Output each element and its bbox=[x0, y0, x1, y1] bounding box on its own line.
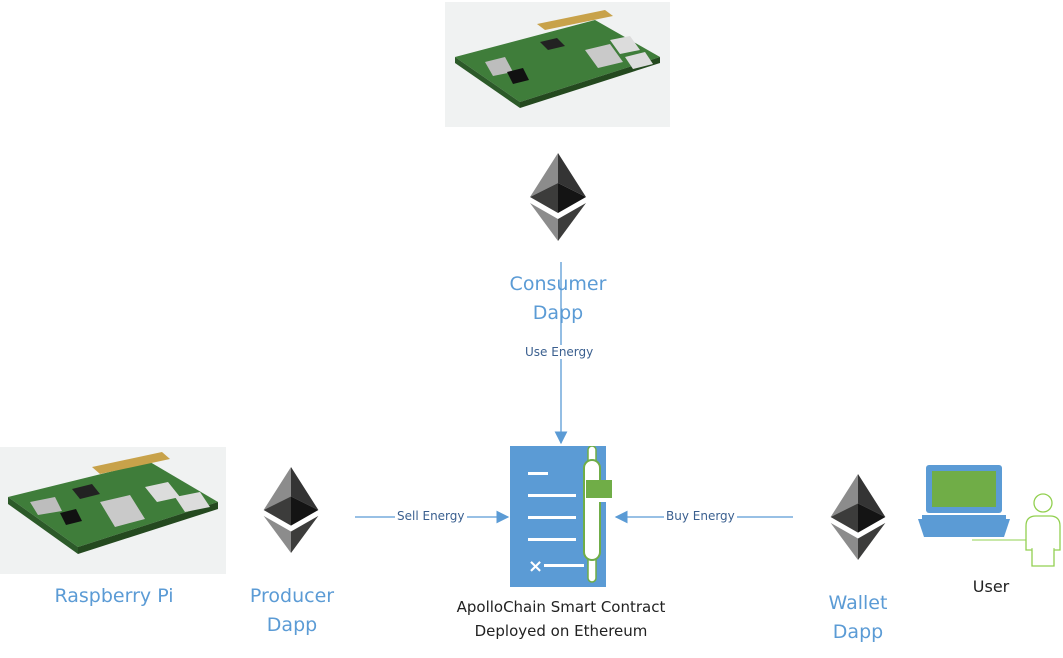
raspberry-pi-board-image bbox=[445, 2, 670, 127]
user-label: User bbox=[972, 577, 1010, 596]
smart-contract-label: ApolloChain Smart Contract Deployed on E… bbox=[456, 598, 666, 640]
laptop-icon bbox=[918, 465, 1010, 537]
smart-contract-document-icon: × bbox=[510, 446, 612, 587]
consumer-dapp-label: Consumer Dapp bbox=[509, 273, 607, 324]
consumer-raspberry-pi-image bbox=[445, 2, 670, 127]
svg-text:×: × bbox=[528, 556, 543, 577]
raspberry-pi-board-image bbox=[0, 447, 226, 574]
ethereum-logo-icon bbox=[830, 474, 886, 560]
producer-dapp-label: Producer Dapp bbox=[249, 585, 335, 636]
producer-raspberry-pi-image bbox=[0, 447, 226, 574]
ethereum-logo-icon bbox=[530, 153, 586, 241]
ethereum-logo-icon bbox=[263, 467, 319, 553]
user-person-icon bbox=[972, 493, 1061, 567]
sell-energy-edge-label: Sell Energy bbox=[395, 509, 467, 523]
use-energy-edge-label: Use Energy bbox=[523, 345, 596, 359]
raspberry-pi-label: Raspberry Pi bbox=[54, 585, 174, 607]
buy-energy-edge-label: Buy Energy bbox=[664, 509, 737, 523]
wallet-dapp-label: Wallet Dapp bbox=[828, 592, 888, 643]
